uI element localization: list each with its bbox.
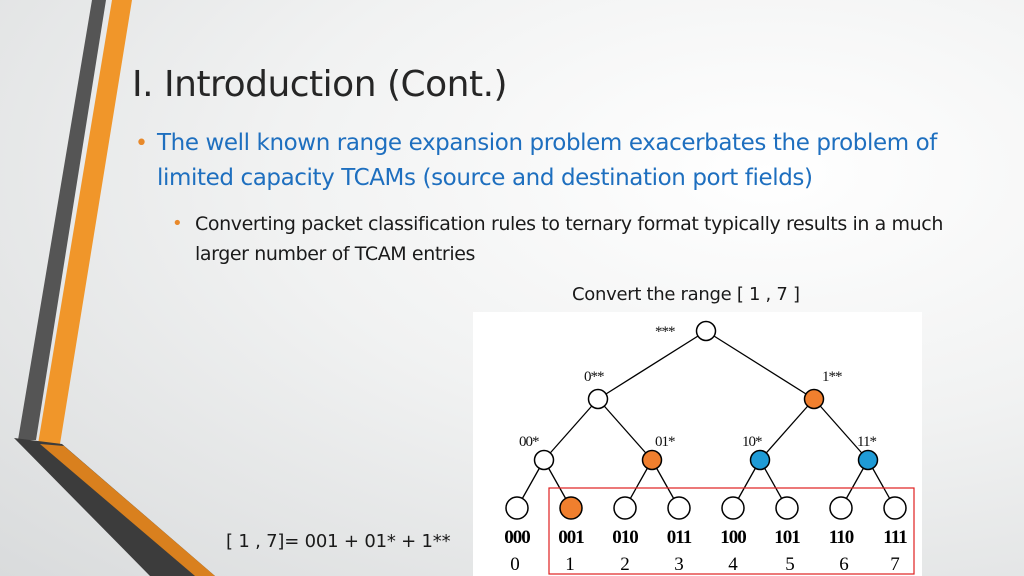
tree-nodes: [505, 320, 907, 520]
dark-stripe: [18, 0, 106, 440]
tree-edges: [516, 330, 896, 509]
label-11x: 11*: [857, 434, 876, 450]
decorative-stripes: [14, 0, 215, 576]
range-box: [548, 487, 915, 575]
leaf-node: [829, 496, 853, 520]
edge: [597, 398, 653, 461]
bullet-level1-text: The well known range expansion problem e…: [157, 130, 937, 191]
label-00x: 00*: [519, 434, 539, 450]
range-caption: Convert the range [ 1 , 7 ]: [572, 284, 800, 305]
leaf-node: [667, 496, 691, 520]
leaf-binary: 001: [558, 527, 584, 548]
leaf-decimal: 3: [674, 554, 684, 575]
leaf-binary: 011: [667, 527, 692, 548]
leaf-decimal: 6: [839, 554, 849, 575]
leaf-node: [613, 496, 637, 520]
orange-stripe: [38, 0, 132, 444]
edge: [597, 330, 707, 400]
leaf-decimal: 1: [565, 554, 575, 575]
label-0xx: 0**: [584, 369, 604, 385]
leaf-node: [775, 496, 799, 520]
slide-title: I. Introduction (Cont.): [132, 64, 508, 105]
label-10x: 10*: [742, 434, 762, 450]
leaf-binary: 101: [774, 527, 800, 548]
orange-wedge: [40, 444, 215, 576]
leaf-decimal: 5: [785, 554, 795, 575]
leaf-decimal: 2: [620, 554, 630, 575]
edge: [705, 330, 815, 400]
leaf-decimal: 0: [510, 554, 520, 575]
node-0xx: [587, 388, 609, 410]
edge: [813, 398, 869, 461]
leaf-binary: 110: [829, 527, 854, 548]
leaf-node: [883, 496, 907, 520]
node-1xx: [803, 388, 825, 410]
edge: [543, 398, 599, 461]
node-00x: [533, 449, 555, 471]
binary-tree-diagram: *** 0** 1** 00* 01* 10* 11* 000 001 010 …: [473, 312, 922, 576]
leaf-node: [721, 496, 745, 520]
leaf-decimal: 7: [890, 554, 900, 575]
bullet-level1: • The well known range expansion problem…: [135, 126, 985, 196]
leaf-binary: 100: [720, 527, 746, 548]
node-01x: [641, 449, 663, 471]
range-formula: [ 1 , 7]= 001 + 01* + 1**: [226, 531, 451, 552]
leaf-node: [559, 496, 583, 520]
leaf-binary: 010: [612, 527, 638, 548]
label-1xx: 1**: [822, 369, 842, 385]
node-root: [695, 320, 717, 342]
node-11x: [857, 449, 879, 471]
leaf-node: [505, 496, 529, 520]
node-10x: [749, 449, 771, 471]
bullet-level2: • Converting packet classification rules…: [172, 209, 992, 269]
edge: [759, 398, 815, 461]
label-root: ***: [655, 324, 675, 340]
bullet-dot: •: [135, 131, 148, 156]
bullet-level2-text: Converting packet classification rules t…: [195, 213, 943, 265]
leaf-binary: 000: [504, 527, 530, 548]
label-01x: 01*: [655, 434, 675, 450]
bullet-dot: •: [172, 213, 183, 234]
tree-svg: *** 0** 1** 00* 01* 10* 11* 000 001 010 …: [504, 320, 915, 575]
leaf-decimal: 4: [728, 554, 738, 575]
leaf-binary: 111: [883, 527, 907, 548]
